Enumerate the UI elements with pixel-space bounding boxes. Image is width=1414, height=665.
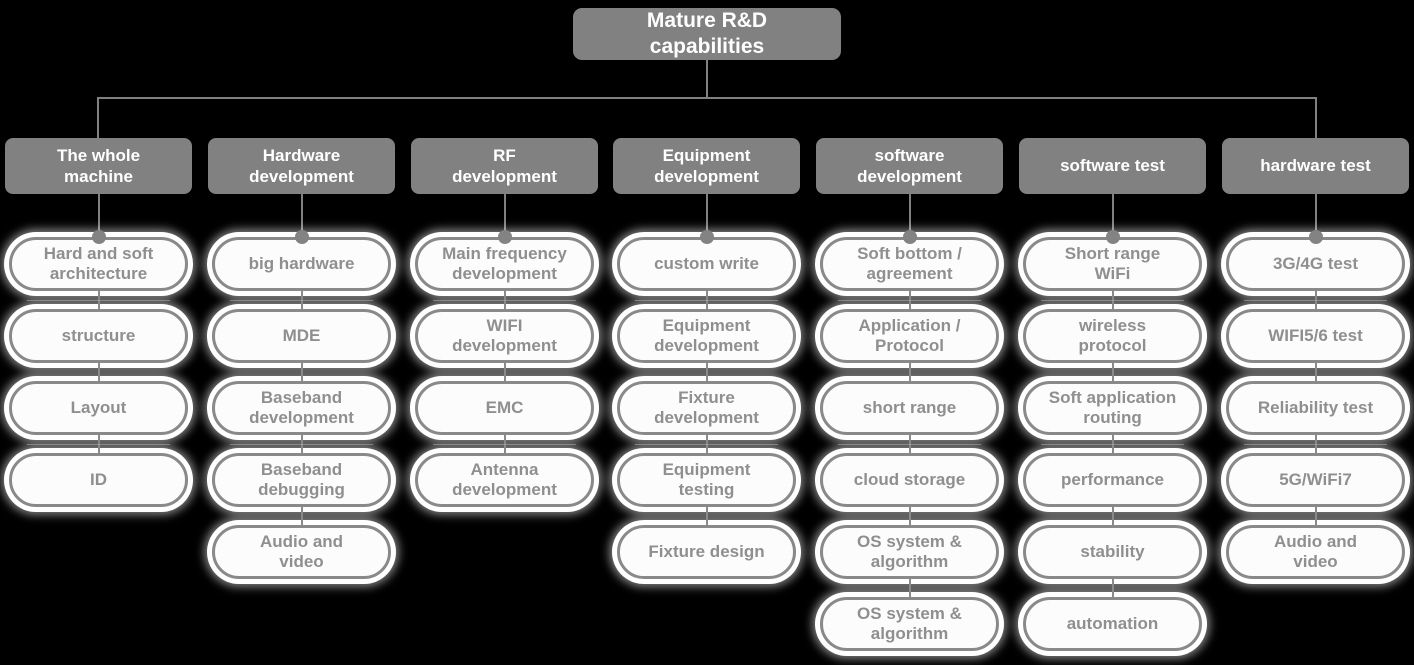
connector-pill-link <box>816 363 1003 381</box>
connector-pill-link <box>1019 507 1206 525</box>
connector-title-stem <box>706 60 708 98</box>
connector-header-stem <box>816 194 1003 244</box>
node-pill: Soft bottom / agreement <box>820 237 999 291</box>
connector-pill-link <box>411 291 598 309</box>
connector-pill-link <box>411 363 598 381</box>
branch-header: hardware test <box>1222 138 1409 194</box>
connector-pill-link <box>816 579 1003 597</box>
node-pill: EMC <box>415 381 594 435</box>
branch-column-software-development: software development Soft bottom / agree… <box>816 138 1003 651</box>
node-pill: Short range WiFi <box>1023 237 1202 291</box>
connector-header-stem <box>5 194 192 244</box>
connector-pill-link <box>816 435 1003 453</box>
connector-pill-link <box>613 507 800 525</box>
connector-header-stem <box>411 194 598 244</box>
node-pill: Equipment testing <box>617 453 796 507</box>
node-pill: Audio and video <box>1226 525 1405 579</box>
branch-header: Equipment development <box>613 138 800 194</box>
connector-pill-link <box>613 435 800 453</box>
connector-pill-link <box>1222 291 1409 309</box>
node-pill: OS system & algorithm <box>820 525 999 579</box>
branch-column-hardware-test: hardware test 3G/4G test WIFI5/6 test Re… <box>1222 138 1409 579</box>
node-pill: ID <box>9 453 188 507</box>
node-pill: Layout <box>9 381 188 435</box>
node-pill: custom write <box>617 237 796 291</box>
node-pill: Fixture development <box>617 381 796 435</box>
node-pill: performance <box>1023 453 1202 507</box>
node-pill: Application / Protocol <box>820 309 999 363</box>
branch-column-whole-machine: The whole machine Hard and soft architec… <box>5 138 192 507</box>
connector-pill-link <box>208 435 395 453</box>
branch-column-hardware-development: Hardware development big hardware MDE Ba… <box>208 138 395 579</box>
branch-header: software development <box>816 138 1003 194</box>
node-pill: Audio and video <box>212 525 391 579</box>
node-pill: WIFI development <box>415 309 594 363</box>
node-pill: Main frequency development <box>415 237 594 291</box>
connector-pill-link <box>5 291 192 309</box>
connector-horizontal-bar <box>97 97 1317 99</box>
node-pill: stability <box>1023 525 1202 579</box>
connector-pill-link <box>816 291 1003 309</box>
node-pill: automation <box>1023 597 1202 651</box>
node-pill: structure <box>9 309 188 363</box>
connector-dot <box>1105 230 1120 244</box>
branch-column-rf-development: RF development Main frequency developmen… <box>411 138 598 507</box>
connector-pill-link <box>1019 435 1206 453</box>
node-pill: big hardware <box>212 237 391 291</box>
node-pill: 3G/4G test <box>1226 237 1405 291</box>
node-pill: short range <box>820 381 999 435</box>
root-node: Mature R&D capabilities <box>573 8 841 60</box>
branch-header: The whole machine <box>5 138 192 194</box>
node-pill: Fixture design <box>617 525 796 579</box>
node-pill: Hard and soft architecture <box>9 237 188 291</box>
node-pill: wireless protocol <box>1023 309 1202 363</box>
connector-pill-link <box>411 435 598 453</box>
node-pill: MDE <box>212 309 391 363</box>
connector-dot <box>91 230 106 244</box>
node-pill: Baseband development <box>212 381 391 435</box>
node-pill: cloud storage <box>820 453 999 507</box>
connector-dot <box>497 230 512 244</box>
node-pill: Equipment development <box>617 309 796 363</box>
connector-right-drop <box>1315 97 1317 139</box>
connector-pill-link <box>5 363 192 381</box>
node-pill: Reliability test <box>1226 381 1405 435</box>
connector-dot <box>902 230 917 244</box>
connector-header-stem <box>1019 194 1206 244</box>
node-pill: Antenna development <box>415 453 594 507</box>
node-pill: Baseband debugging <box>212 453 391 507</box>
connector-pill-link <box>613 291 800 309</box>
connector-pill-link <box>1222 507 1409 525</box>
node-pill: WIFI5/6 test <box>1226 309 1405 363</box>
connector-header-stem <box>613 194 800 244</box>
connector-dot <box>294 230 309 244</box>
connector-pill-link <box>1222 363 1409 381</box>
connector-pill-link <box>1019 579 1206 597</box>
node-pill: OS system & algorithm <box>820 597 999 651</box>
branch-header: Hardware development <box>208 138 395 194</box>
node-pill: 5G/WiFi7 <box>1226 453 1405 507</box>
branch-header: RF development <box>411 138 598 194</box>
branch-column-equipment-development: Equipment development custom write Equip… <box>613 138 800 579</box>
connector-dot <box>699 230 714 244</box>
connector-pill-link <box>1019 363 1206 381</box>
connector-pill-link <box>208 507 395 525</box>
connector-header-stem <box>208 194 395 244</box>
connector-pill-link <box>613 363 800 381</box>
branch-header: software test <box>1019 138 1206 194</box>
connector-left-drop <box>97 97 99 139</box>
connector-pill-link <box>208 291 395 309</box>
connector-pill-link <box>5 435 192 453</box>
connector-dot <box>1308 230 1323 244</box>
connector-pill-link <box>208 363 395 381</box>
connector-header-stem <box>1222 194 1409 244</box>
node-pill: Soft application routing <box>1023 381 1202 435</box>
connector-pill-link <box>1019 291 1206 309</box>
connector-pill-link <box>816 507 1003 525</box>
branch-column-software-test: software test Short range WiFi wireless … <box>1019 138 1206 651</box>
connector-pill-link <box>1222 435 1409 453</box>
